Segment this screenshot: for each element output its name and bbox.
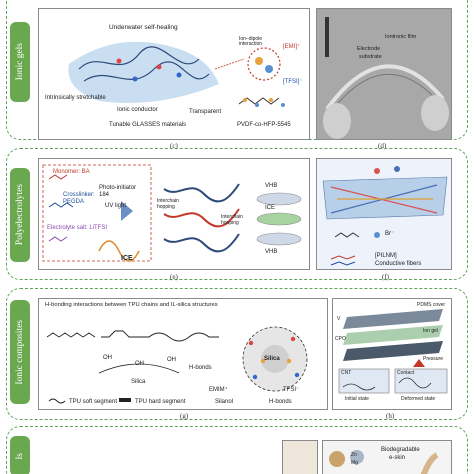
label-vhb-bottom: VHB (265, 249, 278, 255)
label-underwater: Underwater self-healing (109, 24, 178, 31)
label-silanol: Silanol (215, 399, 234, 405)
label-ionic-conductor: Ionic conductor (117, 107, 158, 113)
label-interchain-1: Interchain hopping (157, 198, 179, 210)
label-v: V (337, 316, 341, 322)
label-photo-initiator: Photo-initiator 184 (99, 185, 137, 198)
label-vhb-top: VHB (265, 183, 278, 189)
row-bottom-partial (6, 426, 468, 474)
label-stretchable: Intrinsically stretchable (45, 95, 106, 101)
label-uv-light: UV light (105, 203, 127, 209)
label-silica: Silica (131, 379, 146, 385)
label-tfsi: TFSI⁻ (283, 387, 300, 393)
label-tfsi: [TFSI]⁻ (283, 79, 303, 85)
label-biodegradable: Biodegradable (381, 447, 420, 453)
row-ionic-composites (6, 288, 468, 420)
panel-e: Monomer: BA Crosslinker: PEGDA Photo-ini… (38, 158, 310, 270)
panel-c-letter: (c) (170, 142, 178, 150)
panel-f-letter: (f) (382, 273, 389, 281)
panel-e-letter: (e) (170, 273, 178, 281)
label-pvdf: PVDF-co-HFP-5545 (237, 122, 291, 128)
label-br: Br⁻ (385, 231, 395, 237)
label-monomer: Monomer: BA (53, 169, 90, 175)
label-ion-gel: Ion gel (423, 328, 439, 334)
tab-label: Ionic composites (15, 319, 25, 385)
row-polyelectrolytes (6, 148, 468, 280)
tab-ionic-composites: Ionic composites (10, 300, 30, 404)
panel-g-letter: (g) (180, 412, 189, 420)
label-electrode: Electrode (357, 46, 381, 52)
label-transparent: Transparent (189, 109, 222, 115)
label-tpu-hard: TPU hard segment (135, 399, 186, 405)
label-pressure: Pressure (423, 356, 444, 362)
panel-bio: Zn Mg Biodegradable e-skin (322, 440, 452, 474)
tab-bottom: ls (10, 436, 30, 474)
label-tunable: Tunable GLASSES materials (109, 122, 187, 128)
label-oh-1: OH (103, 355, 112, 361)
label-interchain-2: Interchain hopping (221, 214, 243, 226)
label-electrolyte: Electrolyte salt: LiTFSI (47, 225, 108, 231)
label-conductive-fibers: Conductive fibers (375, 261, 422, 267)
label-heading: H-bonding interactions between TPU chain… (45, 302, 218, 308)
panel-d: Iontronic film Electrode substrate (316, 8, 452, 140)
panel-c: Underwater self-healing Ion–dipole inter… (38, 8, 310, 140)
tab-ionic-gels: Ionic gels (10, 22, 30, 102)
label-ice: ICE (121, 255, 133, 262)
label-cnt: CNT (341, 370, 352, 376)
panel-f: Br⁻ [PILNM] Conductive fibers (316, 158, 452, 270)
panel-d-photo (317, 9, 451, 139)
panel-bio-photo (282, 440, 318, 474)
label-substrate: substrate (359, 54, 382, 60)
panel-c-illustration (68, 41, 285, 107)
label-crosslinker: Crosslinker: PEGDA (63, 192, 95, 205)
panel-e-illustration (42, 164, 302, 262)
panel-bio-illustration (323, 441, 451, 474)
panel-g-illustration (46, 326, 308, 404)
label-oh-3: OH (167, 357, 176, 363)
label-emim: EMIM⁺ (209, 387, 228, 393)
label-initial-state: Initial state (345, 396, 369, 402)
tab-label: Ionic gels (15, 43, 25, 81)
label-ion-dipole: Ion–dipole interaction (239, 36, 263, 47)
label-pdms-cover: PDMS cover (417, 302, 446, 308)
panel-d-letter: (d) (378, 142, 387, 150)
label-zn: Zn (351, 452, 357, 458)
label-tpu-soft: TPU soft segment (69, 399, 118, 405)
tab-label: Polyelectrolytes (15, 184, 25, 246)
label-oh-2: OH (135, 361, 144, 367)
panel-h: PDMS cover V Ion gel CPO Pressure CNT Co… (332, 298, 452, 410)
label-h-bonds-legend: H-bonds (269, 399, 292, 405)
label-emi: [EMI]⁺ (283, 44, 301, 50)
label-deformed-state: Deformed state (401, 396, 436, 402)
label-h-bonds: H-bonds (189, 365, 212, 371)
label-e-skin: e-skin (389, 455, 406, 461)
tab-label: ls (15, 452, 25, 460)
label-silica-core: Silica (264, 356, 280, 362)
label-iontronic-film: Iontronic film (385, 34, 417, 40)
panel-h-letter: (h) (386, 412, 395, 420)
label-mg: Mg (351, 460, 358, 466)
panel-h-illustration (338, 309, 448, 394)
label-contact: Contact (397, 370, 415, 376)
label-pilnm: [PILNM] (375, 253, 397, 259)
panel-f-illustration (317, 159, 451, 269)
tab-polyelectrolytes: Polyelectrolytes (10, 168, 30, 262)
label-cpo: CPO (335, 336, 346, 342)
label-ice-layer: ICE (265, 205, 276, 211)
panel-g: H-bonding interactions between TPU chain… (38, 298, 328, 410)
